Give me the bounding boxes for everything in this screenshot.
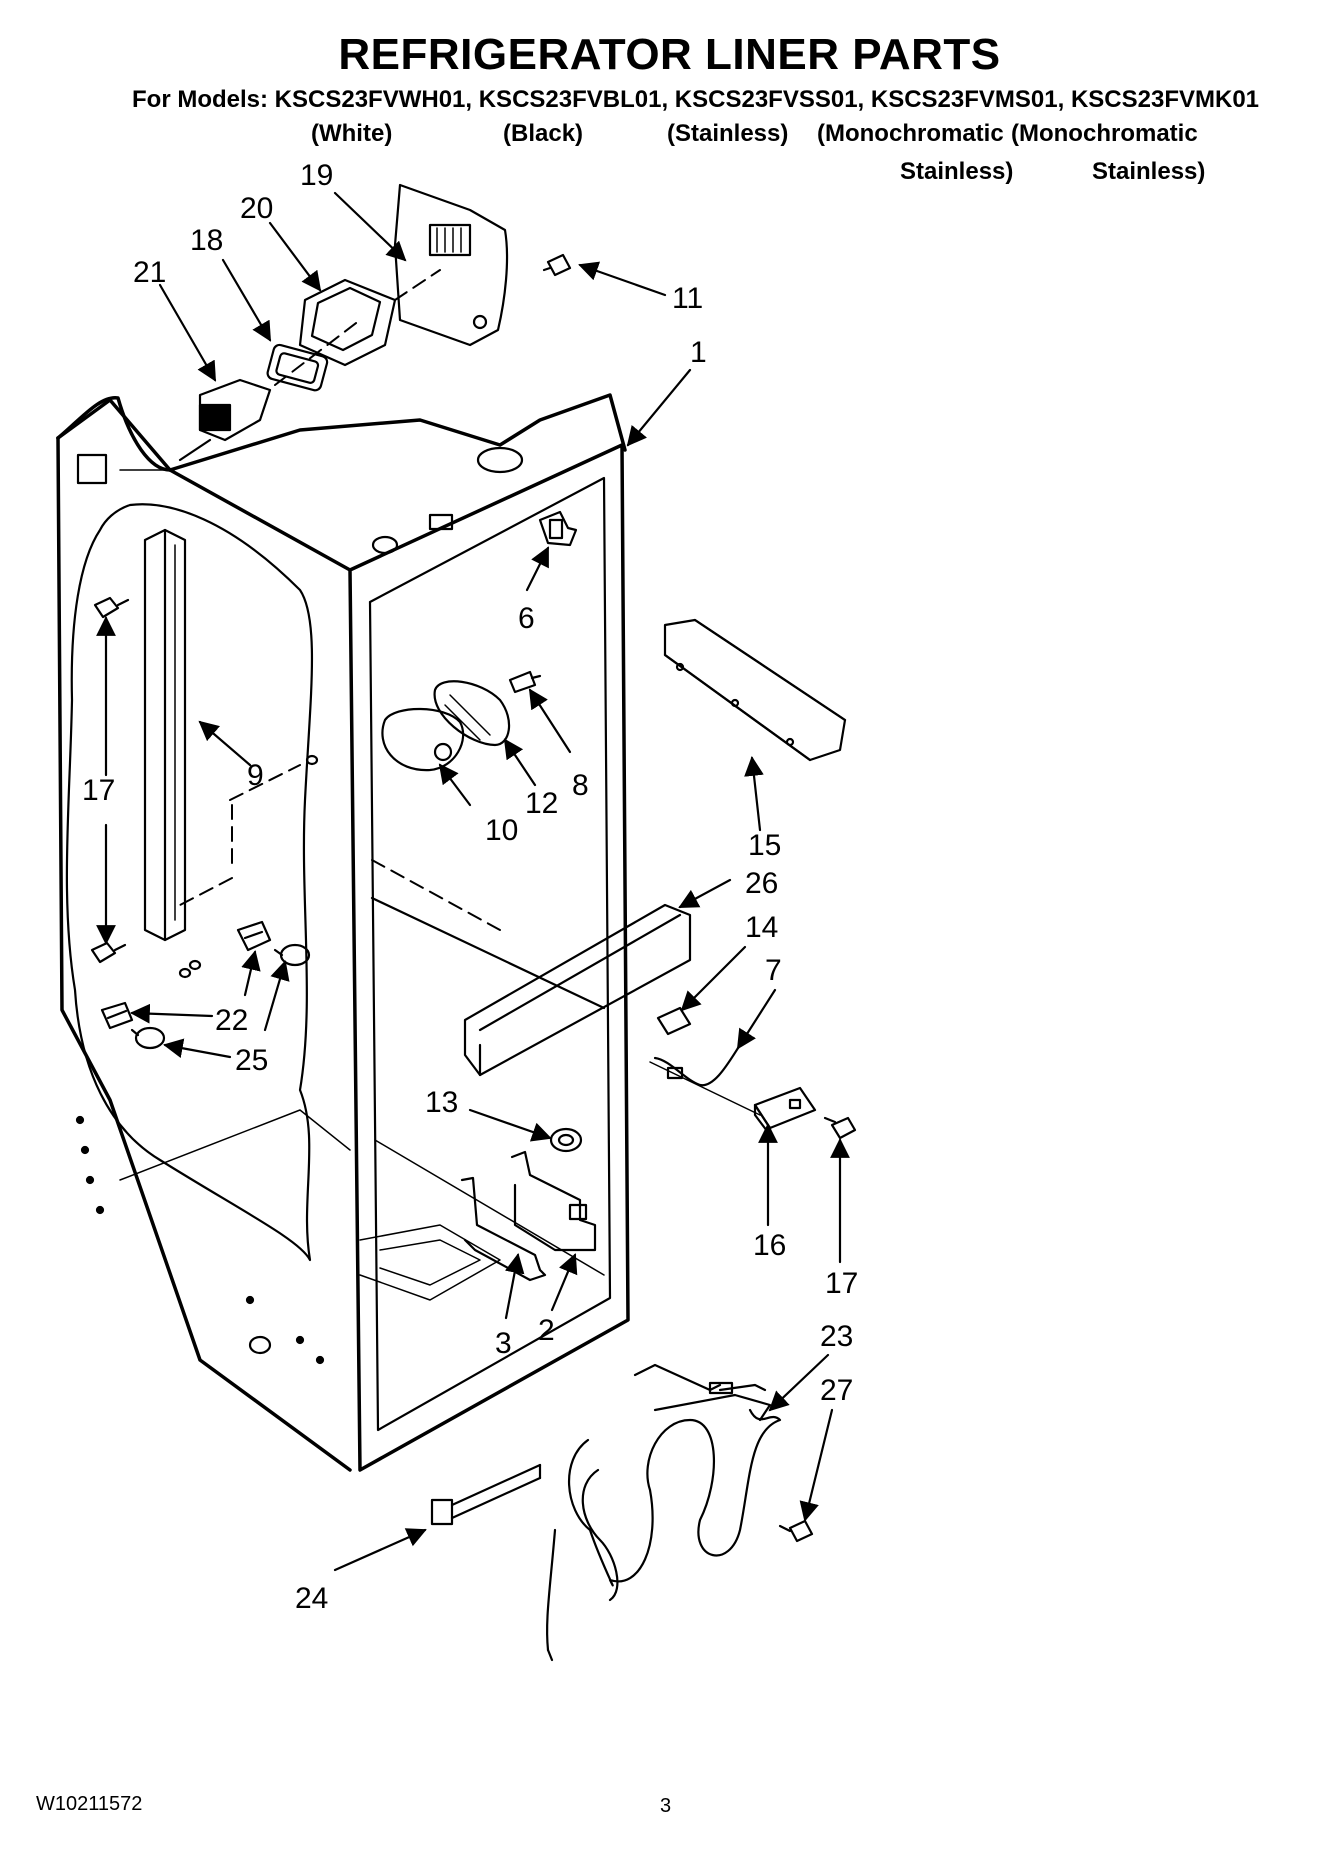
- part-18-gasket: [266, 343, 329, 392]
- part-23-heater: [546, 1363, 782, 1662]
- doc-number: W10211572: [36, 1793, 143, 1815]
- part-7-harness: [653, 1043, 742, 1087]
- part-17-screw-bottom: [90, 941, 127, 964]
- part-11-screw: [542, 253, 572, 277]
- callout-8: 8: [572, 769, 589, 802]
- callout-17-right: 17: [825, 1267, 858, 1300]
- callout-22: 22: [215, 1004, 248, 1037]
- part-17-screw-right: [823, 1116, 857, 1140]
- callout-24: 24: [295, 1582, 328, 1615]
- part-17-screw-top: [93, 596, 130, 619]
- callout-1: 1: [690, 336, 707, 369]
- variant-black: (Black): [503, 120, 584, 147]
- callout-27: 27: [820, 1374, 853, 1407]
- part-26-rail: [463, 903, 692, 1077]
- leader-lines: [96, 191, 850, 1572]
- callout-numbers: 19 20 18 21 11 1 6 17 9 8 12 10 15 26 14…: [82, 159, 858, 1615]
- part-3-bracket: [460, 1176, 547, 1282]
- callout-15: 15: [748, 829, 781, 862]
- callout-19: 19: [300, 159, 333, 192]
- callout-3: 3: [495, 1327, 512, 1360]
- callout-6: 6: [518, 602, 535, 635]
- part-22-socket-lower: [100, 1001, 134, 1030]
- variant-monochromatic-1-line2: Stainless): [900, 158, 1014, 185]
- callout-23: 23: [820, 1320, 853, 1353]
- part-12-bracket: [433, 680, 511, 747]
- part-19-housing: [393, 183, 509, 347]
- variant-stainless: (Stainless): [667, 120, 789, 147]
- liner-body: [56, 393, 630, 1472]
- part-22-socket-upper: [236, 920, 272, 952]
- callout-20: 20: [240, 192, 273, 225]
- part-25-bulb-upper: [273, 943, 311, 967]
- part-14-clip: [656, 1006, 692, 1036]
- page-number: 3: [660, 1795, 672, 1817]
- callout-26: 26: [745, 867, 778, 900]
- callout-18: 18: [190, 224, 223, 257]
- callout-10: 10: [485, 814, 518, 847]
- callout-16: 16: [753, 1229, 786, 1262]
- part-27-screw: [778, 1519, 814, 1543]
- part-13-grommet: [549, 1127, 583, 1153]
- callout-21: 21: [133, 256, 166, 289]
- callout-11: 11: [672, 282, 703, 315]
- variant-monochromatic-2-line2: Stainless): [1092, 158, 1206, 185]
- callout-13: 13: [425, 1086, 458, 1119]
- variant-monochromatic-2: (Monochromatic: [1011, 120, 1198, 147]
- callout-7: 7: [765, 954, 782, 987]
- part-8-screw: [508, 670, 542, 694]
- models-line: For Models: KSCS23FVWH01, KSCS23FVBL01, …: [132, 86, 1260, 113]
- part-10-cover: [381, 707, 465, 772]
- variant-monochromatic-1: (Monochromatic: [817, 120, 1004, 147]
- callout-17-left: 17: [82, 774, 115, 807]
- part-16-control: [753, 1086, 817, 1137]
- part-24-tie: [430, 1463, 542, 1526]
- callout-12: 12: [525, 787, 558, 820]
- callout-14: 14: [745, 911, 778, 944]
- part-25-bulb-lower: [130, 1026, 166, 1050]
- part-15-shelf: [663, 618, 847, 762]
- callout-25: 25: [235, 1044, 268, 1077]
- page-title: REFRIGERATOR LINER PARTS: [338, 30, 1001, 79]
- callout-9: 9: [247, 759, 264, 792]
- part-2-bracket: [510, 1150, 597, 1252]
- variant-white: (White): [311, 120, 393, 147]
- part-20-duct: [298, 278, 397, 367]
- part-21-switch: [178, 378, 272, 462]
- part-6-clip: [538, 510, 578, 547]
- callout-2: 2: [538, 1314, 555, 1347]
- part-9-rail: [143, 528, 187, 942]
